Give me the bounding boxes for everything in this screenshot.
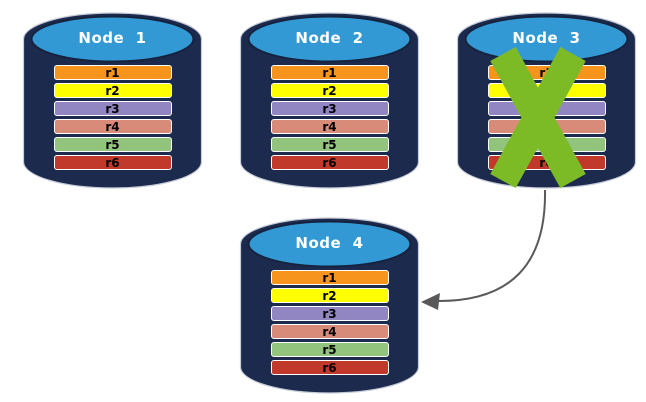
record-label: r6 xyxy=(105,155,120,170)
record-label: r1 xyxy=(539,65,554,80)
record-label: r6 xyxy=(322,155,337,170)
record-label: r4 xyxy=(539,119,554,134)
node-2: Node 2 r1 r2 r3 r4 r5 r6 xyxy=(239,8,420,193)
record-bar-r1: r1 xyxy=(270,270,389,285)
record-label: r3 xyxy=(539,101,554,116)
record-label: r1 xyxy=(105,65,120,80)
record-bar-r4: r4 xyxy=(270,324,389,339)
record-bar-r1: r1 xyxy=(487,65,606,80)
record-label: r1 xyxy=(322,270,337,285)
node-3-label: Node 3 xyxy=(512,29,581,47)
node-3: Node 3 r1 r2 r3 r4 r5 r6 xyxy=(456,8,637,193)
record-bar-r2: r2 xyxy=(53,83,172,98)
record-label: r5 xyxy=(105,137,120,152)
node-3-records: r1 r2 r3 r4 r5 r6 xyxy=(487,65,606,170)
record-bar-r6: r6 xyxy=(53,155,172,170)
record-bar-r3: r3 xyxy=(270,101,389,116)
record-label: r3 xyxy=(105,101,120,116)
record-bar-r1: r1 xyxy=(53,65,172,80)
record-label: r3 xyxy=(322,306,337,321)
node-4: Node 4 r1 r2 r3 r4 r5 r6 xyxy=(239,213,420,398)
record-bar-r4: r4 xyxy=(53,119,172,134)
node-1: Node 1 r1 r2 r3 r4 r5 r6 xyxy=(22,8,203,193)
record-label: r2 xyxy=(322,83,337,98)
record-label: r5 xyxy=(322,137,337,152)
node-1-label: Node 1 xyxy=(78,29,147,47)
record-bar-r6: r6 xyxy=(270,155,389,170)
record-label: r1 xyxy=(322,65,337,80)
record-label: r6 xyxy=(322,360,337,375)
record-bar-r3: r3 xyxy=(270,306,389,321)
record-label: r6 xyxy=(539,155,554,170)
record-bar-r2: r2 xyxy=(487,83,606,98)
record-bar-r5: r5 xyxy=(487,137,606,152)
record-label: r2 xyxy=(322,288,337,303)
node-4-label: Node 4 xyxy=(295,234,364,252)
record-label: r2 xyxy=(105,83,120,98)
record-label: r3 xyxy=(322,101,337,116)
record-bar-r4: r4 xyxy=(270,119,389,134)
record-label: r5 xyxy=(539,137,554,152)
node-2-records: r1 r2 r3 r4 r5 r6 xyxy=(270,65,389,170)
record-label: r4 xyxy=(322,324,337,339)
record-bar-r5: r5 xyxy=(270,342,389,357)
record-bar-r3: r3 xyxy=(53,101,172,116)
record-bar-r2: r2 xyxy=(270,288,389,303)
record-bar-r6: r6 xyxy=(487,155,606,170)
failover-arrow-icon xyxy=(421,189,547,310)
node-4-records: r1 r2 r3 r4 r5 r6 xyxy=(270,270,389,375)
record-bar-r5: r5 xyxy=(270,137,389,152)
record-bar-r6: r6 xyxy=(270,360,389,375)
record-bar-r2: r2 xyxy=(270,83,389,98)
node-1-records: r1 r2 r3 r4 r5 r6 xyxy=(53,65,172,170)
record-bar-r4: r4 xyxy=(487,119,606,134)
record-label: r2 xyxy=(539,83,554,98)
record-bar-r3: r3 xyxy=(487,101,606,116)
record-label: r4 xyxy=(322,119,337,134)
node-2-label: Node 2 xyxy=(295,29,364,47)
record-label: r5 xyxy=(322,342,337,357)
record-bar-r5: r5 xyxy=(53,137,172,152)
record-label: r4 xyxy=(105,119,120,134)
record-bar-r1: r1 xyxy=(270,65,389,80)
